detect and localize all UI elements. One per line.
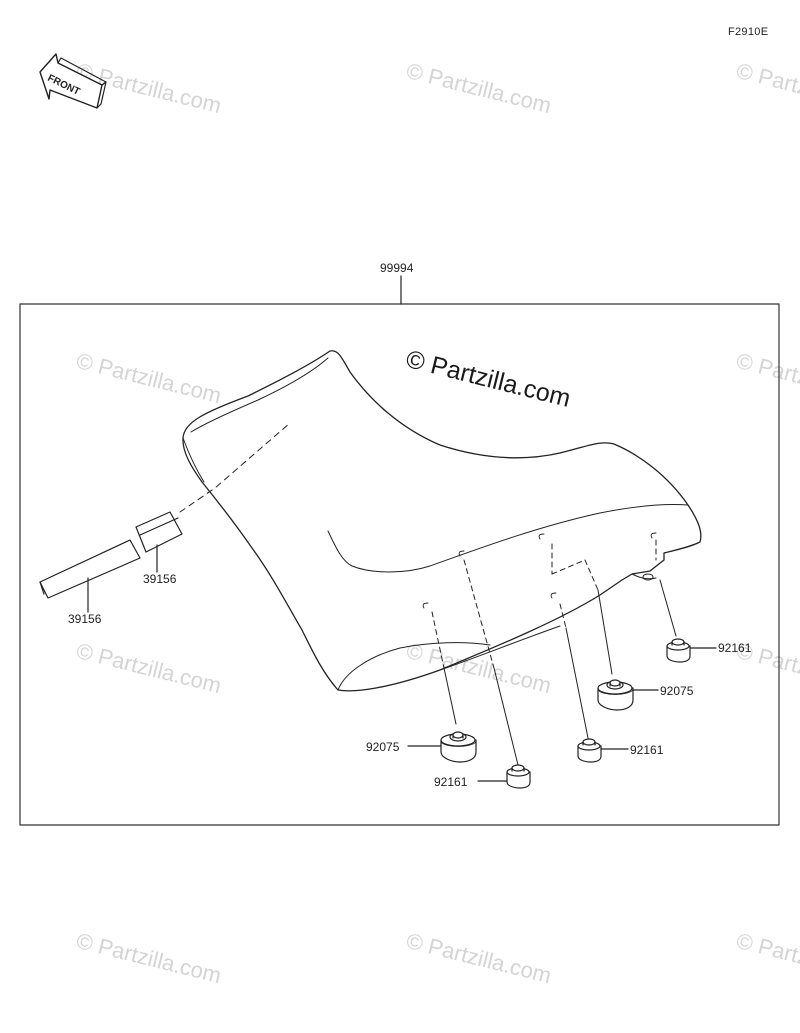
part-number-damper-middle: 92161 bbox=[630, 743, 664, 757]
part-number-cushion-right: 92075 bbox=[660, 684, 694, 698]
damper-right bbox=[666, 638, 691, 663]
part-number-strap-short: 39156 bbox=[143, 572, 177, 586]
figure-code: F2910E bbox=[728, 26, 769, 38]
strap-short bbox=[135, 511, 183, 553]
part-number-assembly: 99994 bbox=[380, 261, 414, 275]
part-number-damper-rear: 92161 bbox=[434, 775, 468, 789]
front-arrow-icon bbox=[39, 53, 107, 109]
cushion-right bbox=[597, 679, 634, 711]
damper-rear bbox=[506, 764, 531, 789]
part-number-strap-long: 39156 bbox=[68, 612, 102, 626]
part-number-damper-right: 92161 bbox=[718, 641, 752, 655]
damper-middle bbox=[577, 738, 602, 763]
assembly-frame bbox=[19, 303, 780, 826]
cushion-left bbox=[440, 731, 477, 763]
seat-outline bbox=[182, 350, 702, 692]
strap-long bbox=[39, 539, 141, 599]
part-number-cushion-left: 92075 bbox=[366, 740, 400, 754]
